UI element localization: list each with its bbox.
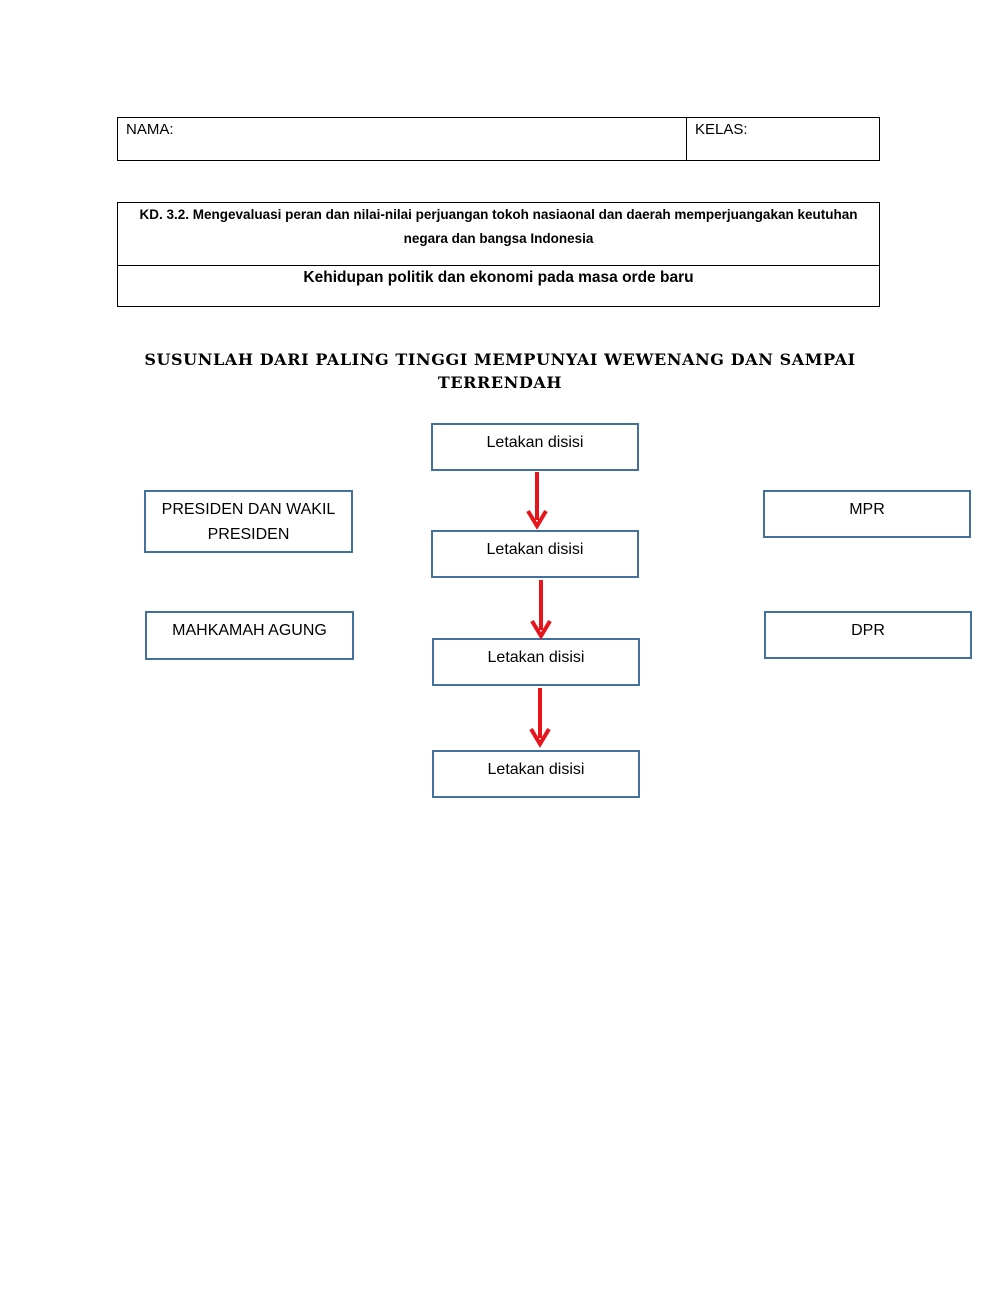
drop-slot-label: Letakan disisi <box>486 434 584 451</box>
name-field[interactable]: NAMA: <box>118 118 687 160</box>
drop-slot-label: Letakan disisi <box>487 761 585 778</box>
card-presiden-label: PRESIDEN DAN WAKIL PRESIDEN <box>161 501 336 543</box>
card-mpr-label: MPR <box>849 501 885 518</box>
instruction-heading: SUSUNLAH DARI PALING TINGGI MEMPUNYAI WE… <box>144 350 856 392</box>
drop-slot-label: Letakan disisi <box>486 541 584 558</box>
competency-table: KD. 3.2. Mengevaluasi peran dan nilai-ni… <box>117 202 880 307</box>
drop-slot-label: Letakan disisi <box>487 649 585 666</box>
card-dpr-label: DPR <box>851 622 885 639</box>
card-dpr[interactable]: DPR <box>764 611 972 659</box>
card-mahkamah-agung[interactable]: MAHKAMAH AGUNG <box>145 611 354 660</box>
drop-slot-3[interactable]: Letakan disisi <box>432 638 640 686</box>
name-label: NAMA: <box>126 121 174 138</box>
topic-title: Kehidupan politik dan ekonomi pada masa … <box>303 269 694 286</box>
down-arrow-icon <box>529 688 551 748</box>
card-presiden[interactable]: PRESIDEN DAN WAKIL PRESIDEN <box>144 490 353 553</box>
card-mpr[interactable]: MPR <box>763 490 971 538</box>
class-field[interactable]: KELAS: <box>687 118 879 160</box>
drop-slot-1[interactable]: Letakan disisi <box>431 423 639 471</box>
identity-table: NAMA: KELAS: <box>117 117 880 161</box>
class-label: KELAS: <box>695 121 748 138</box>
card-mahkamah-label: MAHKAMAH AGUNG <box>172 622 327 639</box>
drop-slot-4[interactable]: Letakan disisi <box>432 750 640 798</box>
down-arrow-icon <box>526 472 548 530</box>
down-arrow-icon <box>530 580 552 640</box>
drop-slot-2[interactable]: Letakan disisi <box>431 530 639 578</box>
competency-text: KD. 3.2. Mengevaluasi peran dan nilai-ni… <box>118 203 879 266</box>
